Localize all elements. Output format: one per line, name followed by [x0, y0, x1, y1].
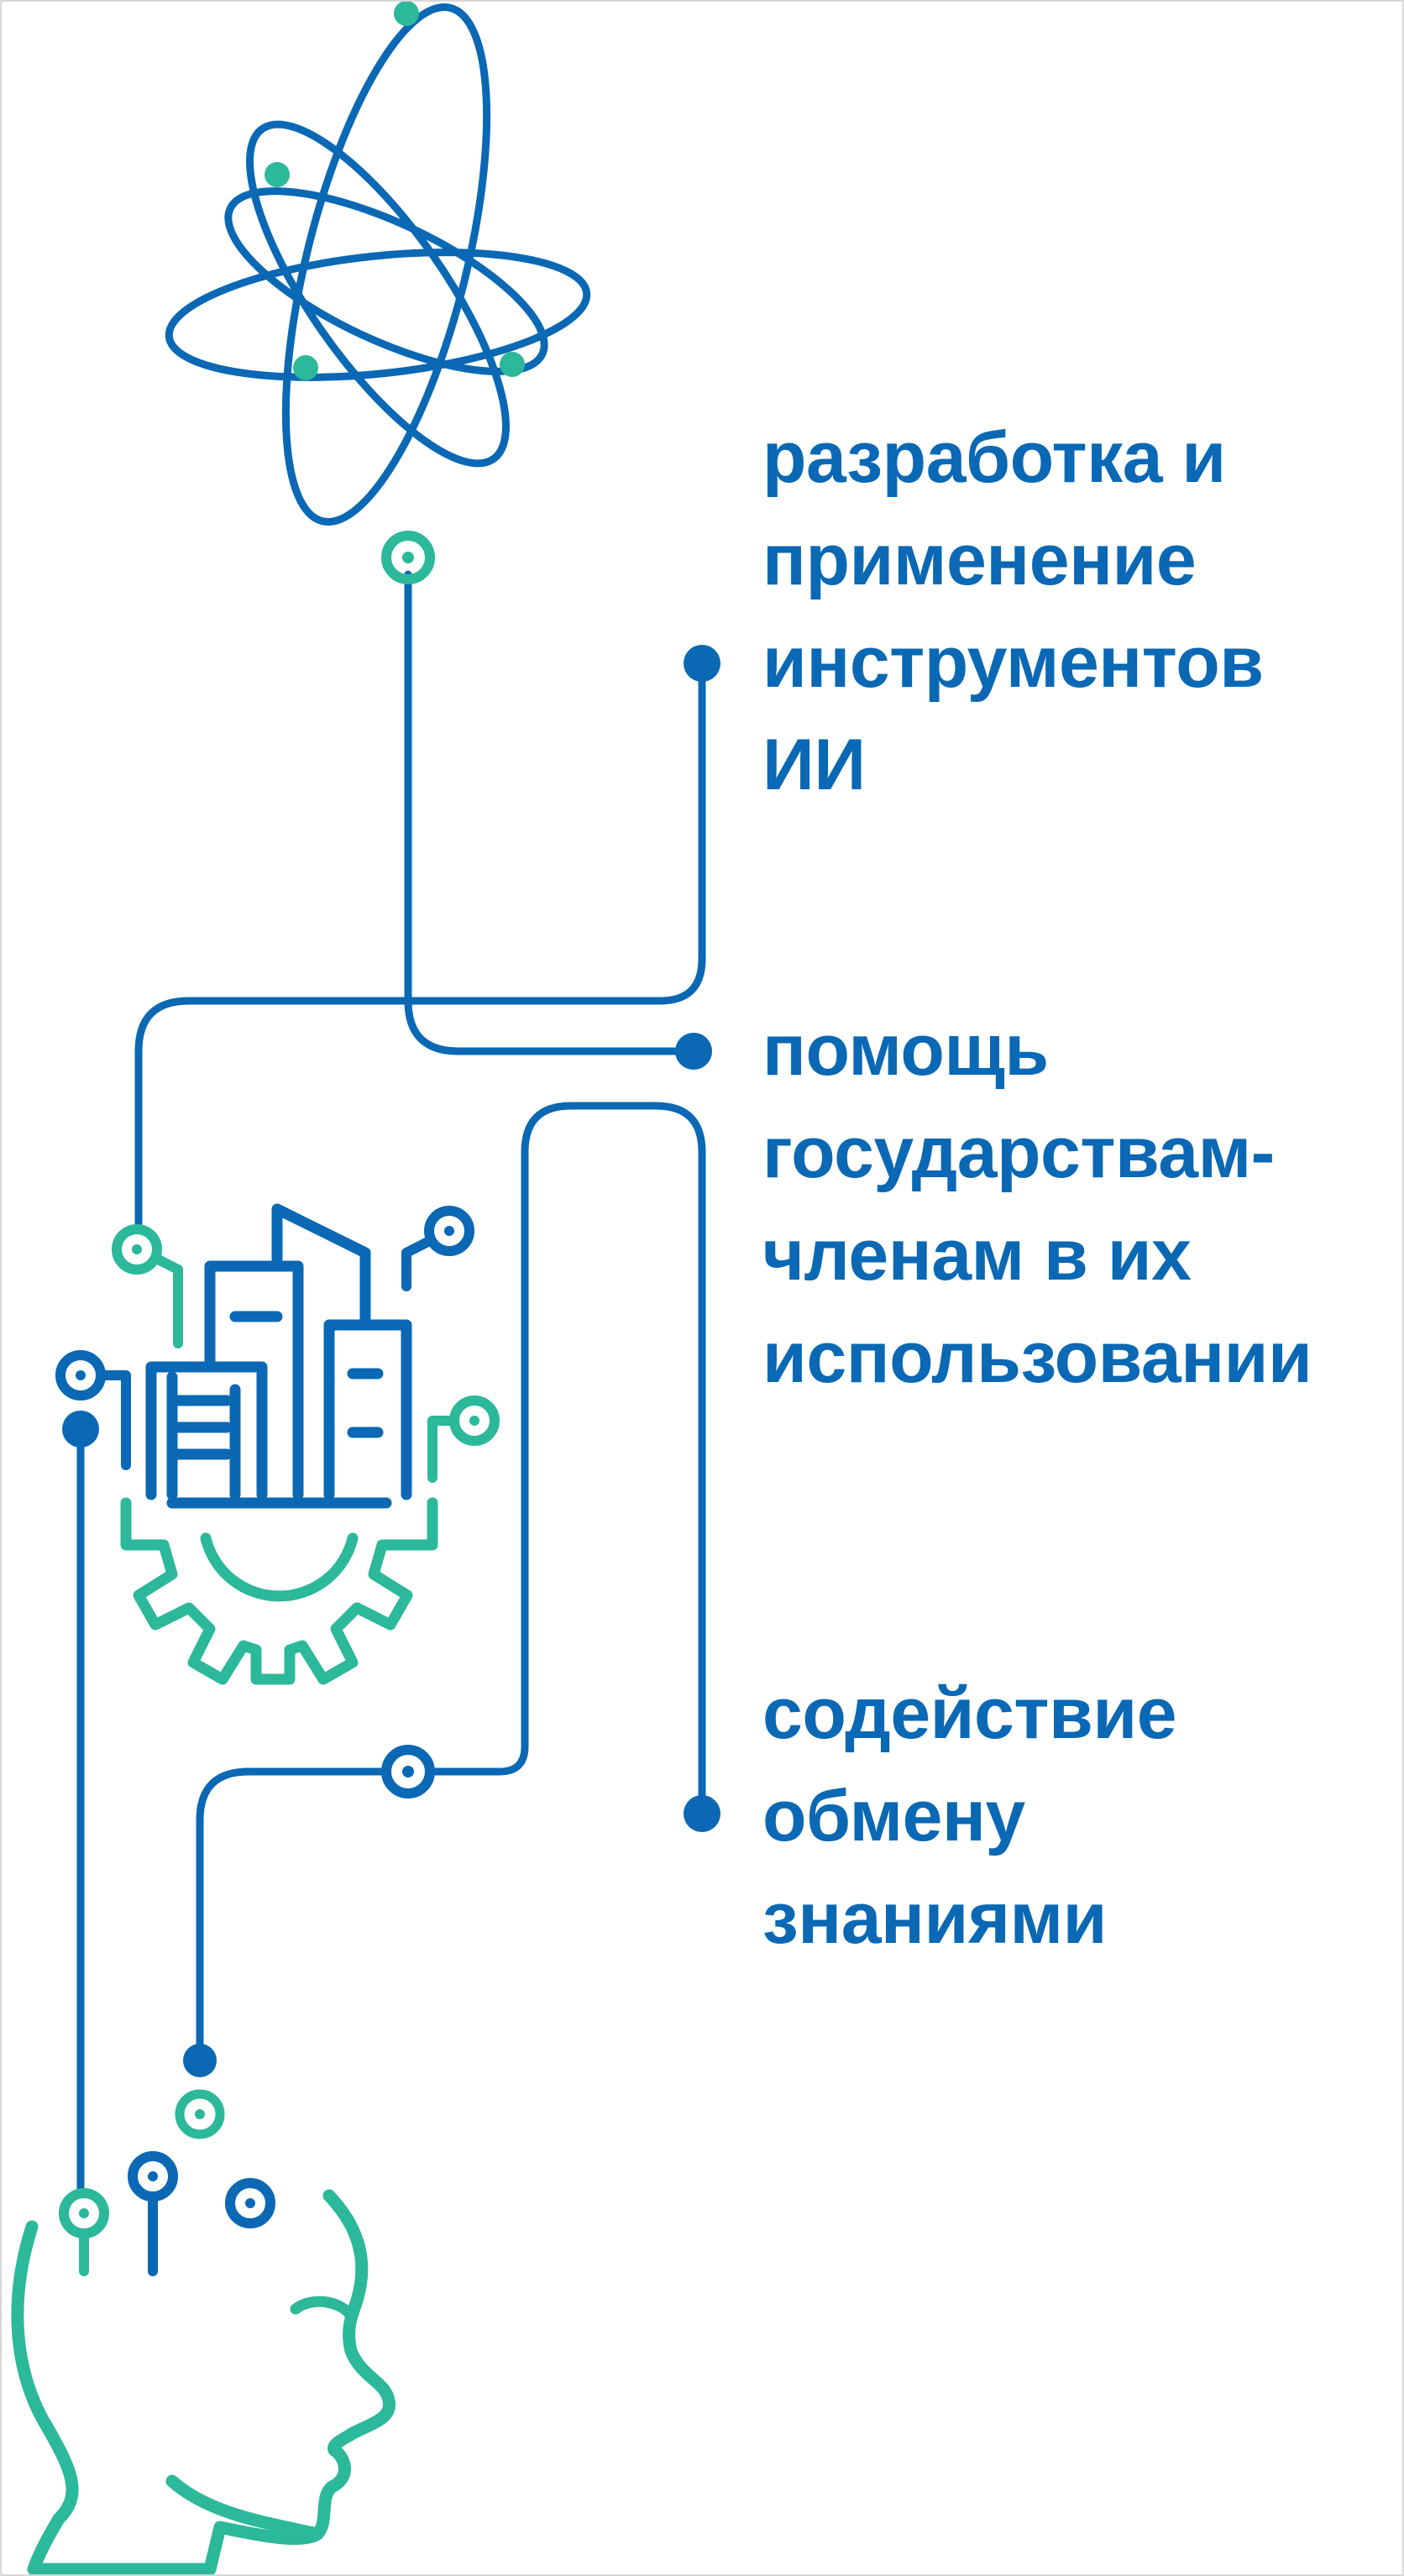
prong-node-center [444, 1226, 454, 1236]
building-right [323, 1319, 412, 1500]
building-middle [204, 1260, 304, 1500]
head-pin-node-center [79, 2208, 89, 2218]
left-line-top-dot [62, 1411, 99, 1448]
caption-line: применение [762, 520, 1197, 600]
gear-outline [120, 1497, 438, 1685]
atom-electron [265, 162, 290, 187]
head-mouth-curve [165, 2474, 324, 2541]
caption-knowledge-exchange: содействие обмену знаниями [762, 1662, 1177, 1970]
atom-orbit [165, 249, 591, 381]
caption-line: ИИ [762, 725, 866, 805]
industry-gear-icon [55, 1203, 500, 1685]
connector-nodes [175, 531, 720, 2139]
caption-line: государствам- [762, 1113, 1275, 1193]
prong-node-center [76, 1370, 86, 1380]
node-midline-center [402, 1766, 414, 1778]
connector-exchange-to-head [196, 1102, 706, 2060]
head-pin-node-center [245, 2198, 255, 2208]
building-tower [271, 1203, 371, 1324]
atom-electron [500, 352, 525, 377]
caption-line: разработка и [762, 417, 1226, 498]
caption-line: инструментов [762, 622, 1264, 703]
atom-orbit [224, 187, 548, 375]
atom-electron [293, 355, 318, 380]
node-atom-bottom-center [402, 552, 414, 563]
prong-node-center [132, 1244, 142, 1254]
caption-development: разработка и применение инструментов ИИ [762, 406, 1264, 816]
caption-line: помощь [762, 1010, 1049, 1091]
node-head-top-green-center [195, 2109, 205, 2119]
caption-line: обмену [762, 1776, 1025, 1856]
bullet-dot-development [684, 645, 720, 682]
atom-orbit [281, 3, 491, 526]
caption-assistance: помощь государствам- членам в их использ… [762, 999, 1312, 1409]
bullet-dot-exchange [684, 1795, 720, 1832]
caption-line: знаниями [762, 1878, 1108, 1959]
node-atom-bottom [381, 531, 435, 584]
bullet-dot-assistance [675, 1033, 712, 1070]
caption-line: использовании [762, 1317, 1312, 1398]
connector-lines [76, 570, 706, 2196]
connector-development-to-factory [134, 668, 706, 1238]
atom-orbit [246, 120, 510, 468]
prong-node-center [469, 1416, 479, 1426]
node-head-top-blue [183, 2044, 217, 2077]
atom-icon [165, 1, 591, 526]
human-head-icon [11, 2151, 396, 2576]
gear-inner-arc [200, 1532, 359, 1602]
caption-line: членам в их [762, 1215, 1192, 1296]
head-pin-node-center [148, 2171, 158, 2181]
head-ear-curve [290, 2296, 357, 2322]
connector-atom-to-assistance [404, 570, 698, 1055]
head-profile-outline [11, 2189, 396, 2576]
caption-line: содействие [762, 1673, 1177, 1754]
atom-electron [394, 1, 419, 26]
